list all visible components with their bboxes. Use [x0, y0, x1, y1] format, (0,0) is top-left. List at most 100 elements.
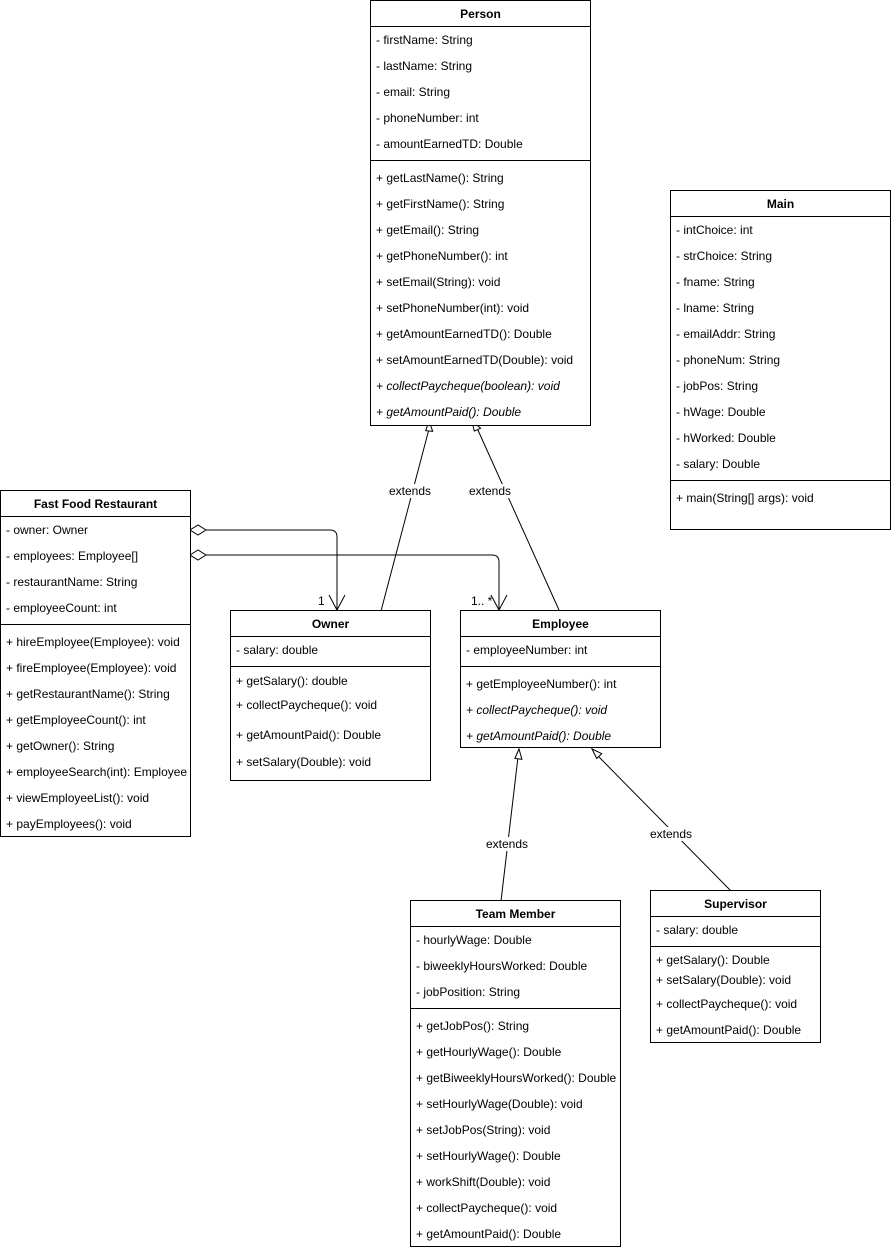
class-main-attributes: - intChoice: int - strChoice: String - f…: [671, 217, 890, 481]
restaurant-method-view-employee-list: + viewEmployeeList(): void: [6, 791, 150, 805]
class-employee-name: Employee: [461, 611, 660, 637]
person-method-set-amount-earned: + setAmountEarnedTD(Double): void: [376, 353, 574, 367]
restaurant-method-get-restaurant-name: + getRestaurantName(): String: [6, 687, 170, 701]
class-team-member-attributes: - hourlyWage: Double - biweeklyHoursWork…: [411, 927, 620, 1009]
team-member-extends-employee-line: [500, 756, 519, 902]
team-member-extends-label: extends: [486, 837, 529, 851]
supervisor-method-set-salary: + setSalary(Double): void: [656, 973, 792, 987]
main-attr-h-worked: - hWorked: Double: [676, 431, 776, 445]
class-owner-name: Owner: [231, 611, 430, 637]
employee-attr-employee-number: - employeeNumber: int: [466, 643, 588, 657]
restaurant-attr-employee-count: - employeeCount: int: [6, 601, 117, 615]
owner-method-get-amount-paid: + getAmountPaid(): Double: [236, 728, 382, 742]
owner-extends-person-line: [380, 428, 430, 612]
team-member-method-get-job-pos: + getJobPos(): String: [416, 1019, 530, 1033]
restaurant-attr-restaurant-name: - restaurantName: String: [6, 575, 138, 589]
person-method-get-email: + getEmail(): String: [376, 223, 480, 237]
restaurant-method-employee-search: + employeeSearch(int): Employee: [6, 765, 188, 779]
person-attr-email: - email: String: [376, 85, 451, 99]
supervisor-attr-salary: - salary: double: [656, 923, 739, 937]
employee-method-get-employee-number: + getEmployeeNumber(): int: [466, 677, 617, 691]
class-restaurant-name: Fast Food Restaurant: [1, 491, 190, 517]
class-person: Person - firstName: String - lastName: S…: [370, 0, 591, 426]
restaurant-attr-employees: - employees: Employee[]: [6, 549, 139, 563]
person-method-get-last-name: + getLastName(): String: [376, 171, 504, 185]
restaurant-method-fire-employee: + fireEmployee(Employee): void: [6, 661, 177, 675]
class-supervisor-name: Supervisor: [651, 891, 820, 917]
supervisor-extends-arrowhead: [590, 747, 603, 760]
class-owner-attributes: - salary: double: [231, 637, 430, 667]
person-method-get-amount-paid: + getAmountPaid(): Double: [376, 405, 522, 419]
person-method-get-phone-number: + getPhoneNumber(): int: [376, 249, 508, 263]
team-member-method-set-job-pos: + setJobPos(String): void: [416, 1123, 551, 1137]
person-attr-first-name: - firstName: String: [376, 33, 473, 47]
main-attr-str-choice: - strChoice: String: [676, 249, 773, 263]
class-employee: Employee - employeeNumber: int + getEmpl…: [460, 610, 661, 748]
team-member-method-get-hourly-wage: + getHourlyWage(): Double: [416, 1045, 562, 1059]
person-method-set-phone-number: + setPhoneNumber(int): void: [376, 301, 530, 315]
class-restaurant-attributes: - owner: Owner - employees: Employee[] -…: [1, 517, 190, 625]
owner-aggregation-diamond: [189, 524, 207, 536]
supervisor-extends-label: extends: [650, 827, 693, 841]
restaurant-method-hire-employee: + hireEmployee(Employee): void: [6, 635, 180, 649]
employee-extends-person-line: [476, 427, 560, 611]
person-attr-amount-earned: - amountEarnedTD: Double: [376, 137, 523, 151]
main-attr-job-pos: - jobPos: String: [676, 379, 759, 393]
restaurant-attr-owner: - owner: Owner: [6, 523, 89, 537]
class-team-member-name: Team Member: [411, 901, 620, 927]
team-member-extends-arrowhead: [514, 747, 523, 760]
person-attr-phone-number: - phoneNumber: int: [376, 111, 479, 125]
main-attr-lname: - lname: String: [676, 301, 755, 315]
main-attr-int-choice: - intChoice: int: [676, 223, 753, 237]
class-main-name: Main: [671, 191, 890, 217]
person-method-get-amount-earned: + getAmountEarnedTD(): Double: [376, 327, 552, 341]
main-attr-phone-num: - phoneNum: String: [676, 353, 781, 367]
team-member-method-set-hourly-wage-2: + setHourlyWage(): Double: [416, 1149, 561, 1163]
employees-aggregation-line: [206, 554, 500, 610]
person-method-collect-paycheque: + collectPaycheque(boolean): void: [376, 379, 560, 393]
class-person-attributes: - firstName: String - lastName: String -…: [371, 27, 590, 161]
team-member-attr-job-position: - jobPosition: String: [416, 985, 521, 999]
class-person-name: Person: [371, 1, 590, 27]
team-member-method-get-biweekly-hours: + getBiweeklyHoursWorked(): Double: [416, 1071, 617, 1085]
supervisor-method-collect-paycheque: + collectPaycheque(): void: [656, 997, 798, 1011]
restaurant-method-get-owner: + getOwner(): String: [6, 739, 115, 753]
main-attr-fname: - fname: String: [676, 275, 755, 289]
supervisor-method-get-amount-paid: + getAmountPaid(): Double: [656, 1023, 802, 1037]
owner-aggregation-line: [206, 529, 338, 610]
class-supervisor-attributes: - salary: double: [651, 917, 820, 947]
owner-method-set-salary: + setSalary(Double): void: [236, 755, 372, 769]
class-fast-food-restaurant: Fast Food Restaurant - owner: Owner - em…: [0, 490, 191, 837]
owner-extends-label: extends: [389, 484, 432, 498]
owner-method-get-salary: + getSalary(): double: [236, 674, 348, 688]
employee-method-get-amount-paid: + getAmountPaid(): Double: [466, 729, 612, 743]
owner-attr-salary: - salary: double: [236, 643, 319, 657]
class-main: Main - intChoice: int - strChoice: Strin…: [670, 190, 891, 530]
team-member-method-collect-paycheque: + collectPaycheque(): void: [416, 1201, 558, 1215]
owner-multiplicity: 1: [318, 594, 325, 608]
class-employee-attributes: - employeeNumber: int: [461, 637, 660, 667]
team-member-attr-biweekly-hours: - biweeklyHoursWorked: Double: [416, 959, 588, 973]
person-method-get-first-name: + getFirstName(): String: [376, 197, 505, 211]
main-attr-email-addr: - emailAddr: String: [676, 327, 776, 341]
class-team-member: Team Member - hourlyWage: Double - biwee…: [410, 900, 621, 1247]
class-owner: Owner - salary: double + getSalary(): do…: [230, 610, 431, 781]
main-attr-h-wage: - hWage: Double: [676, 405, 766, 419]
employee-method-collect-paycheque: + collectPaycheque(): void: [466, 703, 608, 717]
employee-multiplicity: 1.. *: [471, 594, 493, 608]
team-member-method-set-hourly-wage: + setHourlyWage(Double): void: [416, 1097, 583, 1111]
restaurant-method-pay-employees: + payEmployees(): void: [6, 817, 132, 831]
person-attr-last-name: - lastName: String: [376, 59, 473, 73]
main-method-main: + main(String[] args): void: [676, 491, 814, 505]
team-member-method-get-amount-paid: + getAmountPaid(): Double: [416, 1227, 562, 1241]
restaurant-method-get-employee-count: + getEmployeeCount(): int: [6, 713, 146, 727]
team-member-attr-hourly-wage: - hourlyWage: Double: [416, 933, 532, 947]
supervisor-method-get-salary: + getSalary(): Double: [656, 953, 770, 967]
owner-method-collect-paycheque: + collectPaycheque(): void: [236, 698, 378, 712]
class-supervisor: Supervisor - salary: double + getSalary(…: [650, 890, 821, 1043]
employees-aggregation-diamond: [189, 549, 207, 561]
supervisor-extends-employee-line: [598, 756, 732, 892]
employee-extends-label: extends: [469, 484, 512, 498]
